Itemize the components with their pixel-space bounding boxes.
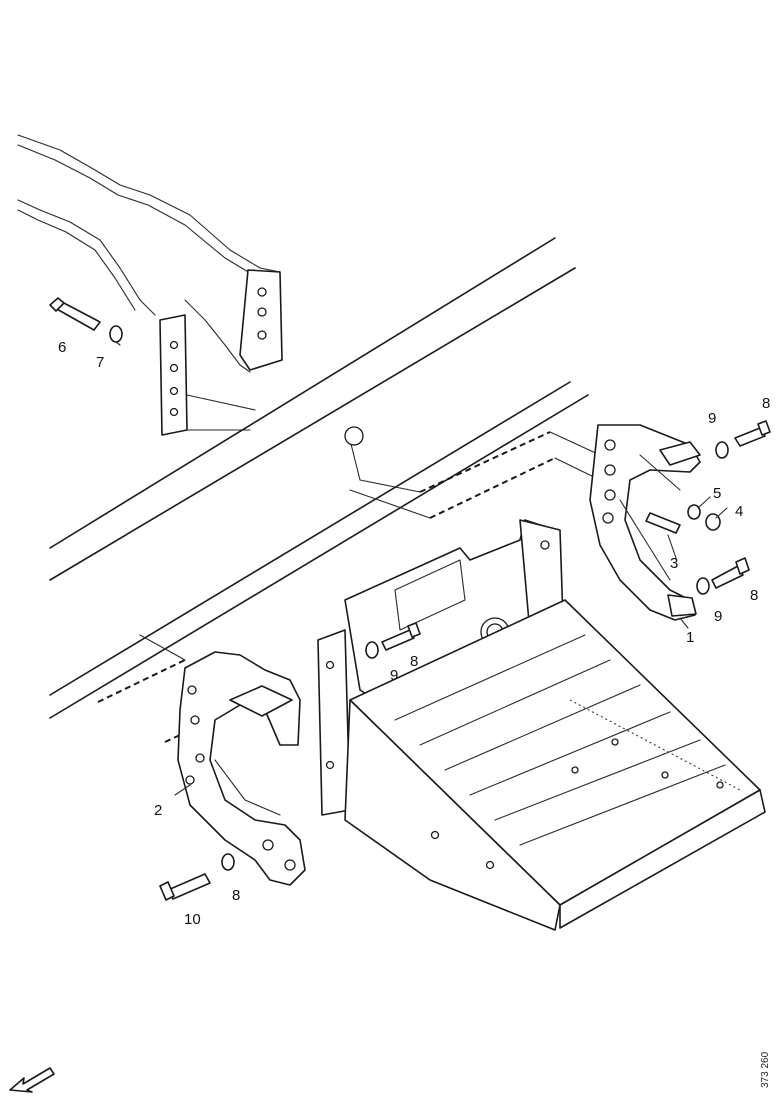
washer-8-left [221, 853, 235, 871]
callout-8-center: 8 [410, 653, 418, 670]
callout-8-left: 8 [232, 887, 240, 904]
bolt-8-top-right [734, 420, 771, 447]
forward-direction-arrow-icon [9, 1067, 55, 1093]
callout-8-top-right: 8 [762, 395, 770, 412]
callout-3: 3 [670, 555, 678, 572]
mounting-alignment-lines [97, 426, 601, 743]
callout-2: 2 [154, 802, 162, 819]
callout-8-right: 8 [750, 587, 758, 604]
bolt-6 [49, 297, 101, 331]
washer-9-top-right [715, 441, 729, 459]
bracket-1 [589, 424, 701, 621]
bolt-10 [159, 873, 211, 901]
callout-9-top-right: 9 [708, 410, 716, 427]
callout-5: 5 [713, 485, 721, 502]
bracket-2 [177, 651, 306, 886]
upper-chassis-member [17, 134, 283, 436]
reference-code: 373 260 [760, 1051, 771, 1088]
callout-9-center: 9 [390, 667, 398, 684]
frame-rails [49, 237, 589, 719]
washer-5 [687, 504, 701, 520]
washer-7 [109, 325, 123, 343]
bolt-3 [645, 512, 681, 534]
callout-7: 7 [96, 354, 104, 371]
callout-6: 6 [58, 339, 66, 356]
washer-9-right [696, 577, 710, 595]
washer-9-center [365, 641, 379, 659]
callout-1: 1 [686, 629, 694, 646]
leader-lines [115, 341, 728, 796]
bolt-8-right [711, 557, 750, 589]
callout-4: 4 [735, 503, 743, 520]
callout-labels: 1 2 3 4 5 6 7 8 8 8 8 9 9 9 10 [58, 339, 770, 928]
callout-10: 10 [184, 911, 201, 928]
bolt-8-center [381, 622, 421, 651]
battery-tray [317, 519, 766, 931]
callout-9-right: 9 [714, 608, 722, 625]
